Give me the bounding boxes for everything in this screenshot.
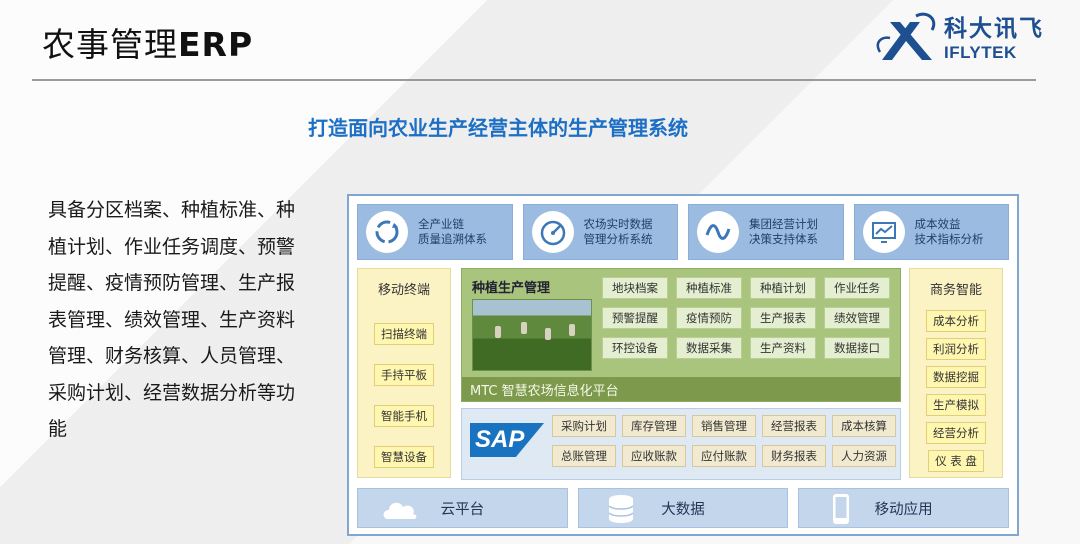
bottom-label: 大数据 <box>661 501 705 518</box>
database-icon <box>608 495 634 523</box>
top-box-line1: 集团经营计划 <box>749 217 818 231</box>
module-chip: 地块档案 <box>602 277 668 299</box>
monitor-chart-icon <box>862 211 905 253</box>
module-chip: 生产资料 <box>750 337 816 359</box>
top-box-traceability: 全产业链质量追溯体系 <box>357 204 513 260</box>
worker-figure <box>545 328 551 340</box>
platform-bar: MTC 智慧农场信息化平台 <box>462 377 900 401</box>
recycle-icon <box>366 211 408 253</box>
top-box-line1: 农场实时数据 <box>583 217 653 231</box>
gauge-icon <box>531 211 574 253</box>
sap-chip: 库存管理 <box>622 415 686 437</box>
bi-chip: 成本分析 <box>926 310 986 332</box>
bottom-box-mobile: 移动应用 <box>798 488 1010 528</box>
module-chip: 作业任务 <box>824 277 890 299</box>
title-divider <box>32 79 1036 81</box>
terminal-chip: 手持平板 <box>374 364 434 386</box>
top-box-line1: 成本效益 <box>914 217 961 231</box>
planting-production-panel: 种植生产管理 地块档案 种植标准 种植计划 作业任务 预警提醒 疫情预防 生产报… <box>461 268 901 402</box>
module-chip: 环控设备 <box>602 337 668 359</box>
sap-chip: 人力资源 <box>832 445 896 467</box>
bottom-label: 云平台 <box>440 501 485 518</box>
bi-chip: 利润分析 <box>926 338 986 360</box>
terminal-chip: 智慧设备 <box>374 446 434 468</box>
module-chip: 生产报表 <box>750 307 816 329</box>
company-logo: 科大讯飞 IFLYTEK <box>876 12 1052 66</box>
cloud-icon <box>383 502 417 519</box>
bi-chip: 仪 表 盘 <box>928 450 984 472</box>
phone-icon <box>833 494 850 524</box>
sap-chip: 经营报表 <box>762 415 826 437</box>
field-photo <box>472 299 592 371</box>
sap-chip: 成本核算 <box>832 415 896 437</box>
sap-chip: 采购计划 <box>552 415 616 437</box>
bottom-row: 云平台 大数据 移动应用 <box>357 488 1010 528</box>
bottom-box-bigdata: 大数据 <box>577 488 789 528</box>
planting-module-grid: 地块档案 种植标准 种植计划 作业任务 预警提醒 疫情预防 生产报表 绩效管理 … <box>602 277 892 359</box>
bi-chip: 数据挖掘 <box>926 366 986 388</box>
subtitle: 打造面向农业生产经营主体的生产管理系统 <box>308 116 688 140</box>
wave-icon <box>697 211 739 253</box>
mobile-terminal-column: 移动终端 扫描终端 手持平板 智能手机 智慧设备 <box>357 268 451 478</box>
column-head: 商务智能 <box>929 283 982 298</box>
top-box-line2: 管理分析系统 <box>583 232 653 246</box>
business-intelligence-column: 商务智能 成本分析 利润分析 数据挖掘 生产模拟 经营分析 仪 表 盘 <box>909 268 1003 478</box>
sap-chip: 销售管理 <box>692 415 756 437</box>
top-row: 全产业链质量追溯体系 农场实时数据管理分析系统 集团经营计划决策支持体系 成本效… <box>357 204 1009 260</box>
module-chip: 预警提醒 <box>602 307 668 329</box>
top-box-line1: 全产业链 <box>418 217 464 231</box>
title-cn: 农事管理 <box>42 25 178 64</box>
sap-chip: 应付账款 <box>692 445 756 467</box>
module-chip: 种植计划 <box>750 277 816 299</box>
top-box-planning: 集团经营计划决策支持体系 <box>688 204 844 260</box>
title-en: ERP <box>178 25 254 64</box>
logo-cn-text: 科大讯飞 <box>944 15 1044 42</box>
top-box-line2: 决策支持体系 <box>749 232 818 246</box>
top-box-line2: 技术指标分析 <box>914 232 984 246</box>
worker-figure <box>521 322 527 334</box>
sap-chip: 财务报表 <box>762 445 826 467</box>
module-chip: 绩效管理 <box>824 307 890 329</box>
top-box-cost: 成本效益技术指标分析 <box>853 204 1009 260</box>
sap-module-grid: 采购计划 库存管理 销售管理 经营报表 成本核算 总账管理 应收账款 应付账款 … <box>552 415 896 467</box>
logo-en-text: IFLYTEK <box>944 42 1017 62</box>
feature-description: 具备分区档案、种植标准、种植计划、作业任务调度、预警提醒、疫情预防管理、生产报表… <box>48 199 296 440</box>
sap-panel: SAP 采购计划 库存管理 销售管理 经营报表 成本核算 总账管理 应收账款 应… <box>461 408 901 480</box>
sap-chip: 应收账款 <box>622 445 686 467</box>
worker-figure <box>569 324 575 336</box>
bottom-box-cloud: 云平台 <box>357 488 568 528</box>
module-chip: 种植标准 <box>676 277 742 299</box>
module-chip: 数据接口 <box>824 337 890 359</box>
sap-logo: SAP <box>470 423 544 457</box>
module-chip: 疫情预防 <box>676 307 742 329</box>
terminal-chip: 扫描终端 <box>374 323 434 345</box>
sap-chip: 总账管理 <box>552 445 616 467</box>
bottom-label: 移动应用 <box>874 501 933 518</box>
bi-chip: 经营分析 <box>926 422 986 444</box>
column-head: 移动终端 <box>377 283 430 298</box>
panel-title: 种植生产管理 <box>472 281 551 296</box>
slide-title: 农事管理ERP <box>42 18 253 66</box>
module-chip: 数据采集 <box>676 337 742 359</box>
terminal-chip: 智能手机 <box>374 405 434 427</box>
worker-figure <box>495 326 501 338</box>
top-box-realtime: 农场实时数据管理分析系统 <box>522 204 678 260</box>
iflytek-x-icon <box>876 12 936 60</box>
bi-chip: 生产模拟 <box>926 394 986 416</box>
top-box-line2: 质量追溯体系 <box>418 232 487 246</box>
architecture-diagram: 全产业链质量追溯体系 农场实时数据管理分析系统 集团经营计划决策支持体系 成本效… <box>347 194 1019 536</box>
